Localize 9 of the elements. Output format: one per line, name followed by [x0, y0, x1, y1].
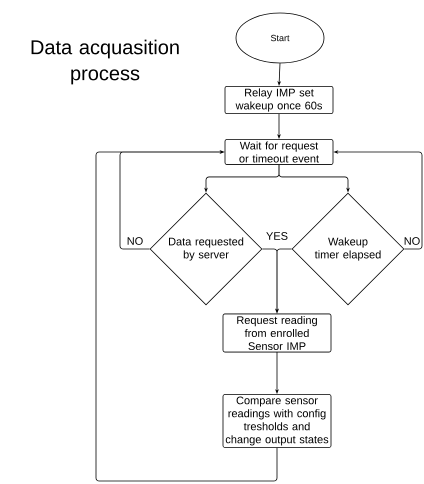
process-box: Compare sensor readings with config tresholds and change output states	[222, 394, 332, 448]
edge-label: NO	[126, 236, 144, 246]
title: Data acquasition process	[32, 40, 179, 84]
edge-label: YES	[265, 231, 289, 241]
arrow	[96, 150, 278, 482]
process-box: Wait for request or timeout event	[224, 139, 334, 165]
process-box: Request reading from enrolled Sensor IMP	[222, 314, 332, 352]
edge-label: NO	[402, 236, 422, 246]
process-box: Relay IMP set wakeup once 60s	[224, 86, 334, 114]
